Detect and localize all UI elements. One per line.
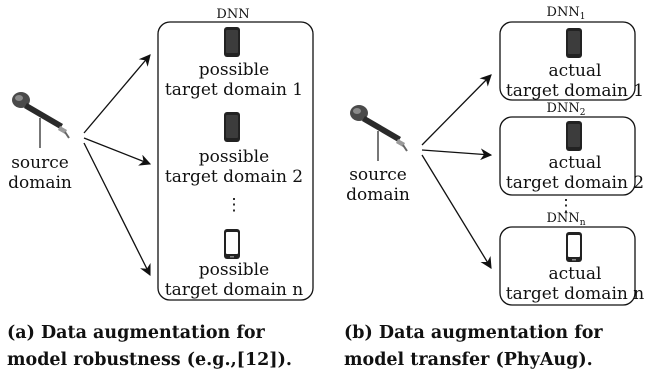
caption-b-line1: (b) Data augmentation for [344, 323, 603, 343]
arrow-to-target-2 [83, 137, 152, 166]
target-n-line2: target domain n [165, 280, 303, 300]
target-2-line1: possible [199, 147, 269, 167]
ellipsis: ⋮ [558, 196, 575, 216]
actual-target-2-line1: actual [548, 153, 601, 173]
dnn-n-title: DNNn [547, 211, 586, 228]
source-label-line1: source [11, 153, 69, 173]
dnn-box [157, 21, 314, 301]
dnn-1-title: DNN1 [547, 5, 586, 22]
target-1-line1: possible [199, 60, 269, 80]
dnn-2-title: DNN2 [547, 101, 586, 118]
actual-target-1-line1: actual [548, 61, 601, 81]
smartphone-icon [566, 232, 582, 262]
arrow-to-target-2 [421, 148, 493, 161]
smartphone-icon [566, 28, 582, 58]
arrow-to-target-n [421, 154, 492, 269]
target-2-line2: target domain 2 [165, 167, 303, 187]
dnn-n-box [499, 226, 636, 306]
smartphone-icon [566, 121, 582, 151]
arrow-to-target-n [83, 142, 151, 277]
smartphone-icon [224, 112, 240, 142]
dnn-title: DNN [216, 7, 249, 22]
actual-target-n-line1: actual [548, 264, 601, 284]
source-label-line2: domain [346, 185, 410, 205]
panel-b: source domain DNN1 actual target domain … [344, 5, 644, 370]
caption-b-line2: model transfer (PhyAug). [344, 350, 593, 370]
microphone-icon [349, 104, 408, 161]
caption-a-line1: (a) Data augmentation for [7, 323, 266, 343]
source-label-line2: domain [8, 173, 72, 193]
smartphone-icon [224, 27, 240, 57]
ellipsis: ⋮ [226, 195, 243, 215]
caption-a-line2: model robustness (e.g.,[12]). [7, 350, 292, 370]
target-n-line1: possible [199, 260, 269, 280]
arrow-to-target-1 [421, 74, 492, 146]
actual-target-2-line2: target domain 2 [506, 173, 644, 193]
microphone-icon [11, 91, 70, 148]
actual-target-n-line2: target domain n [506, 284, 644, 304]
actual-target-1-line2: target domain 1 [506, 81, 644, 101]
smartphone-icon [224, 229, 240, 259]
panel-a: source domain DNN possible target domain… [7, 7, 314, 370]
target-1-line2: target domain 1 [165, 80, 303, 100]
arrow-to-target-1 [83, 54, 151, 134]
source-label-line1: source [349, 165, 407, 185]
dnn-2-box [499, 116, 636, 196]
dnn-1-box [499, 21, 636, 101]
